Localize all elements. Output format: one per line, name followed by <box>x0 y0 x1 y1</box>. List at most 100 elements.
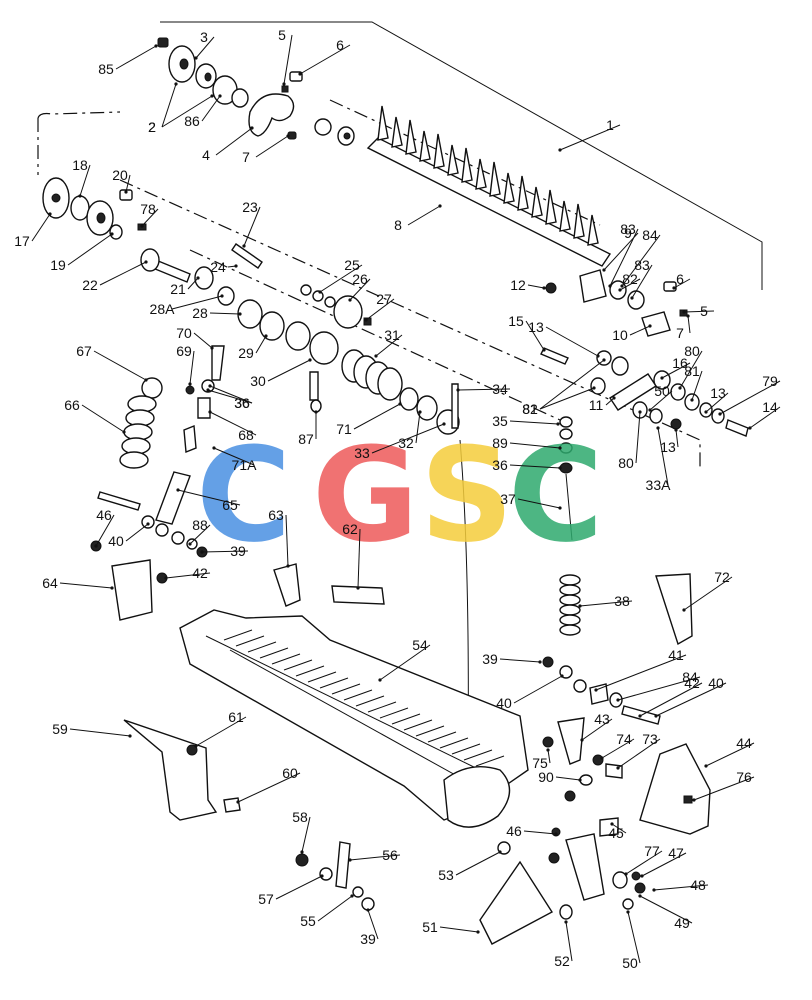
leader-arrowhead <box>122 430 126 434</box>
side-plate-left <box>123 719 375 911</box>
part-callout: 42 <box>192 565 208 581</box>
tine <box>573 203 585 239</box>
leader-arrowhead <box>78 194 82 198</box>
frame-bar <box>223 629 253 641</box>
part-callout: 45 <box>608 825 624 841</box>
leader-arrowhead <box>282 82 286 86</box>
leader-arrowhead <box>110 232 114 236</box>
pulley-group <box>42 177 460 435</box>
frame-bar <box>427 731 457 743</box>
part-callout: 80 <box>684 343 700 359</box>
leader-arrowhead <box>456 388 460 392</box>
part-callout: 36 <box>234 395 250 411</box>
leader-line <box>255 135 289 158</box>
leader-line <box>99 261 147 286</box>
leader-arrowhead <box>314 410 318 414</box>
leader-line <box>653 884 709 891</box>
part-callout: 5 <box>700 303 708 319</box>
tine <box>587 214 599 246</box>
watermark-letter: C <box>508 419 603 571</box>
part-callout: 33 <box>354 445 370 461</box>
leader-line <box>439 926 479 933</box>
leader-arrowhead <box>542 286 546 290</box>
leader-arrowhead <box>238 312 242 316</box>
leader-arrowhead <box>154 44 158 48</box>
leader-arrowhead <box>638 714 642 718</box>
tine <box>461 147 473 183</box>
leader-arrowhead <box>640 874 644 878</box>
leader-line <box>371 423 445 454</box>
part-callout: 24 <box>210 259 226 275</box>
leader-line <box>635 411 641 464</box>
leader-arrowhead <box>554 832 558 836</box>
leader-arrowhead <box>596 354 600 358</box>
tine <box>419 130 431 162</box>
part-callout: 78 <box>140 201 156 217</box>
leader-arrowhead <box>678 386 682 390</box>
leader-line <box>631 264 653 299</box>
part-callout: 68 <box>238 427 254 443</box>
leader-arrowhead <box>612 396 616 400</box>
part-callout: 72 <box>714 569 730 585</box>
leader-arrowhead <box>648 324 652 328</box>
part-callout: 28 <box>192 305 208 321</box>
frame-bar <box>259 647 289 659</box>
part-callout: 43 <box>594 711 610 727</box>
leader-arrowhead <box>188 382 192 386</box>
leader-arrowhead <box>418 410 422 414</box>
leader-arrowhead <box>546 748 550 752</box>
leader-line <box>125 523 149 542</box>
part-callout: 83 <box>620 221 636 237</box>
leader-line <box>215 127 253 156</box>
leader-arrowhead <box>638 894 642 898</box>
part-callout: 25 <box>344 257 360 273</box>
leader-arrowhead <box>208 410 212 414</box>
part-callout: 57 <box>258 891 274 907</box>
leader-arrowhead <box>398 402 402 406</box>
leader-arrowhead <box>220 294 224 298</box>
leader-arrowhead <box>210 346 214 350</box>
leader-line <box>193 332 213 349</box>
leader-line <box>201 95 221 122</box>
part-callout: 30 <box>250 373 266 389</box>
leader-arrowhead <box>188 542 192 546</box>
part-callout: 55 <box>300 913 316 929</box>
leader-line <box>693 776 755 801</box>
frame-bar <box>319 677 349 689</box>
leader-arrowhead <box>682 608 686 612</box>
leader-line <box>81 404 125 433</box>
part-callout: 54 <box>412 637 428 653</box>
part-callout: 1 <box>606 117 614 133</box>
part-callout: 80 <box>618 455 634 471</box>
part-callout: 22 <box>82 277 98 293</box>
leader-arrowhead <box>348 858 352 862</box>
part-callout: 47 <box>668 845 684 861</box>
tine <box>475 158 487 190</box>
leader-line <box>301 816 311 853</box>
part-callout: 71A <box>232 457 258 473</box>
leader-arrowhead <box>538 660 542 664</box>
leader-line <box>357 528 361 589</box>
part-callout: 48 <box>690 877 706 893</box>
frame-bar <box>463 749 493 761</box>
leader-line <box>365 298 395 321</box>
top-bearing-group <box>157 37 355 146</box>
leader-line <box>189 524 211 545</box>
leader-arrowhead <box>686 314 690 318</box>
leader-arrowhead <box>674 428 678 432</box>
leader-line <box>661 362 691 379</box>
part-callout: 66 <box>64 397 80 413</box>
part-callout: 35 <box>492 413 508 429</box>
part-callout: 62 <box>342 521 358 537</box>
tine <box>559 200 571 232</box>
frame-bars <box>223 629 505 767</box>
part-callout: 61 <box>228 709 244 725</box>
right-shaft-group <box>540 269 749 437</box>
part-callout: 13 <box>528 319 544 335</box>
leader-arrowhead <box>374 354 378 358</box>
leader-line <box>527 284 545 289</box>
part-callout: 28A <box>150 301 176 317</box>
leader-line <box>317 895 353 922</box>
leader-arrowhead <box>626 910 630 914</box>
